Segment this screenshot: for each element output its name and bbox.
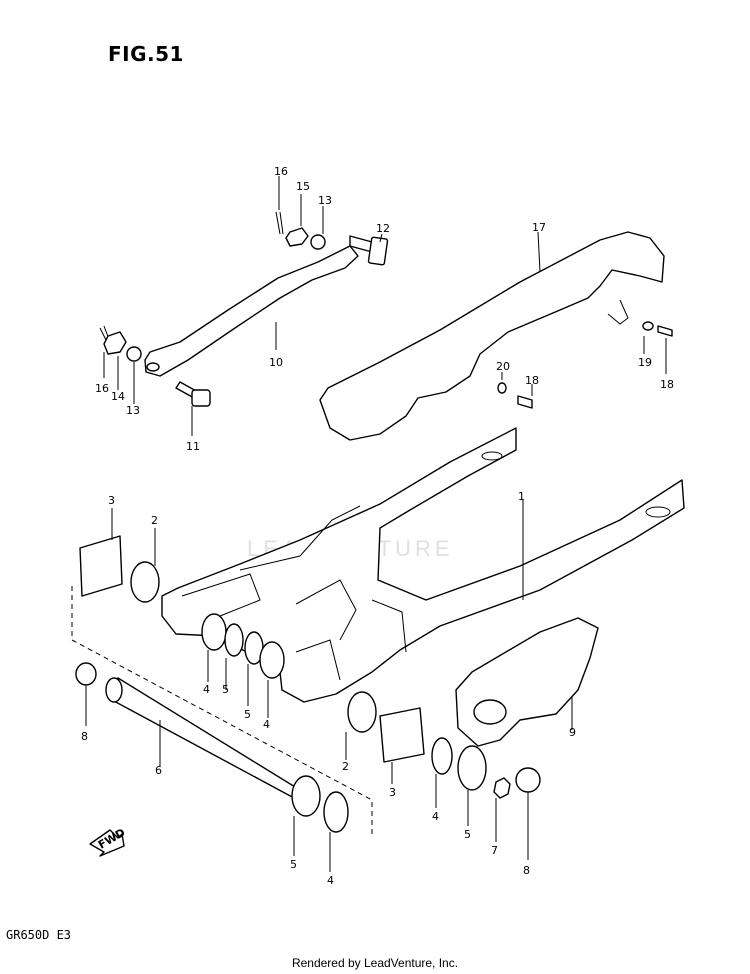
- washer-5d: [291, 775, 321, 817]
- seal-4a: [201, 613, 227, 651]
- chain-guard: [455, 617, 599, 747]
- nut-14: [103, 331, 127, 355]
- callout-15: 15: [296, 180, 310, 193]
- fwd-arrow: FWD: [89, 826, 127, 857]
- callout-4: 4: [432, 810, 439, 823]
- model-code: GR650D E3: [6, 928, 72, 942]
- pivot-shaft: [107, 677, 301, 799]
- washer-19: [642, 321, 654, 331]
- torque-link: [144, 245, 359, 377]
- callout-13: 13: [318, 194, 332, 207]
- bearing-2a: [130, 561, 160, 603]
- bolt-18-mid: [517, 395, 533, 409]
- bolt-12: [349, 235, 389, 266]
- callout-4: 4: [327, 874, 334, 887]
- bolt-18-right: [657, 325, 673, 337]
- callout-9: 9: [569, 726, 576, 739]
- bolt-11: [175, 381, 211, 407]
- callout-13: 13: [126, 404, 140, 417]
- seal-4c: [431, 737, 453, 775]
- callout-5: 5: [244, 708, 251, 721]
- callout-5: 5: [290, 858, 297, 871]
- spacer-3b: [379, 707, 425, 763]
- leader-lines: [85, 176, 667, 872]
- callout-8: 8: [523, 864, 530, 877]
- spacer-3a: [79, 535, 123, 597]
- washer-20: [497, 382, 507, 394]
- callout-3: 3: [389, 786, 396, 799]
- callout-18: 18: [660, 378, 674, 391]
- nut-15: [285, 227, 309, 247]
- callout-5: 5: [464, 828, 471, 841]
- callout-2: 2: [342, 760, 349, 773]
- callout-14: 14: [111, 390, 125, 403]
- callout-2: 2: [151, 514, 158, 527]
- washer-13a: [310, 234, 326, 250]
- credit-line: Rendered by LeadVenture, Inc.: [291, 956, 459, 970]
- washer-5a: [224, 623, 244, 657]
- callout-11: 11: [186, 440, 200, 453]
- seal-4d: [323, 791, 349, 833]
- callout-10: 10: [269, 356, 283, 369]
- washer-5c: [457, 745, 487, 791]
- callout-20: 20: [496, 360, 510, 373]
- cotter-pin-16a: [275, 211, 284, 235]
- callout-6: 6: [155, 764, 162, 777]
- bearing-2b: [347, 691, 377, 733]
- callout-4: 4: [263, 718, 270, 731]
- callout-4: 4: [203, 683, 210, 696]
- callout-8: 8: [81, 730, 88, 743]
- cap-8a: [75, 662, 97, 686]
- callout-19: 19: [638, 356, 652, 369]
- nut-7: [493, 777, 511, 799]
- callout-7: 7: [491, 844, 498, 857]
- callout-3: 3: [108, 494, 115, 507]
- figure-title: FIG.51: [108, 42, 184, 66]
- swingarm: [161, 427, 685, 703]
- washer-13b: [126, 346, 142, 362]
- cap-8b: [515, 767, 541, 793]
- callout-18: 18: [525, 374, 539, 387]
- callout-16: 16: [274, 165, 288, 178]
- callout-16: 16: [95, 382, 109, 395]
- chain-case: [319, 231, 665, 441]
- callout-17: 17: [532, 221, 546, 234]
- seal-4b: [259, 641, 285, 679]
- callout-5: 5: [222, 683, 229, 696]
- callout-12: 12: [376, 222, 390, 235]
- callout-1: 1: [518, 490, 525, 503]
